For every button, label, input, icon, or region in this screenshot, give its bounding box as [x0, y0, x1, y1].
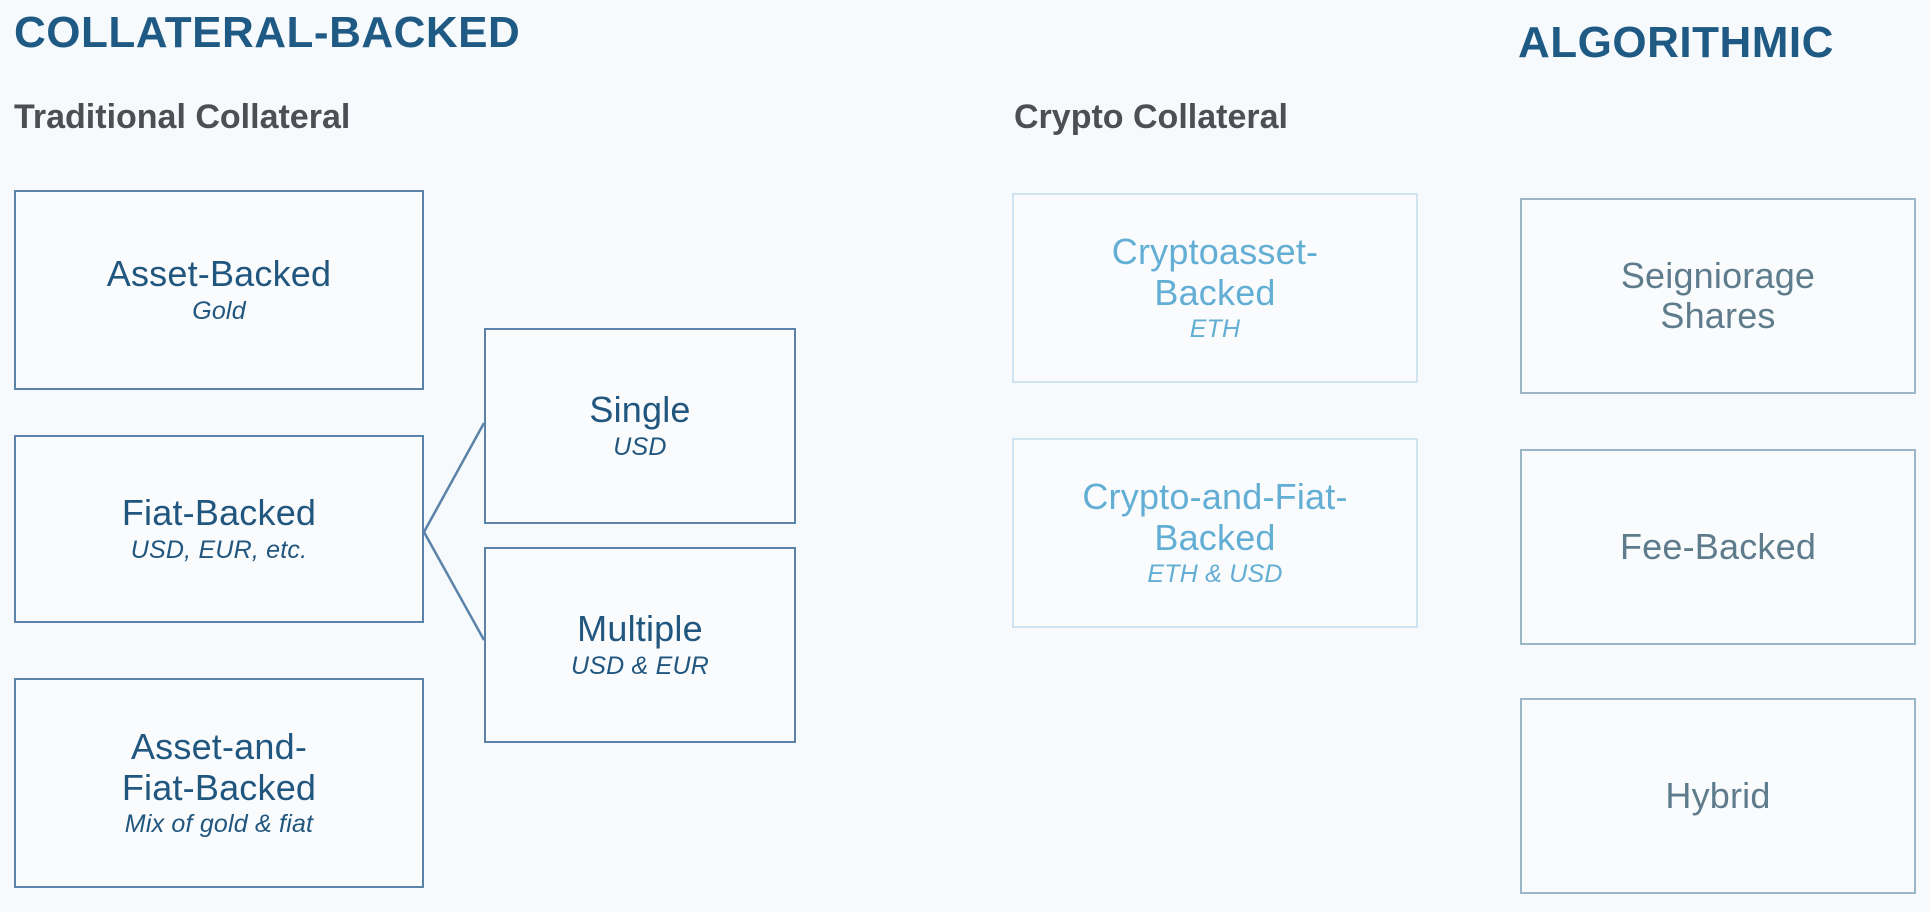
box-title: Cryptoasset-Backed	[1111, 231, 1319, 313]
connector-fiat-to-multiple	[422, 531, 486, 641]
box-subtitle: USD	[613, 432, 667, 461]
box-subtitle: USD, EUR, etc.	[130, 535, 308, 564]
column-label-traditional-collateral: Traditional Collateral	[14, 98, 351, 136]
box-title: Fiat-Backed	[121, 492, 317, 534]
box-asset-and-fiat-backed[interactable]: Asset-and-Fiat-Backed Mix of gold & fiat	[14, 678, 424, 888]
box-single[interactable]: Single USD	[484, 328, 796, 524]
box-title: Fee-Backed	[1619, 525, 1817, 567]
box-subtitle: ETH	[1189, 314, 1241, 343]
box-fee-backed[interactable]: Fee-Backed	[1520, 449, 1916, 645]
box-subtitle: Gold	[192, 296, 246, 325]
box-hybrid[interactable]: Hybrid	[1520, 698, 1916, 894]
box-multiple[interactable]: Multiple USD & EUR	[484, 547, 796, 743]
box-fiat-backed[interactable]: Fiat-Backed USD, EUR, etc.	[14, 435, 424, 623]
box-cryptoasset-backed[interactable]: Cryptoasset-Backed ETH	[1012, 193, 1418, 383]
box-asset-backed[interactable]: Asset-Backed Gold	[14, 190, 424, 390]
box-title: Multiple	[577, 608, 703, 650]
section-title-collateral-backed: COLLATERAL-BACKED	[14, 8, 521, 57]
box-title: Single	[589, 389, 691, 431]
box-subtitle: Mix of gold & fiat	[124, 809, 314, 838]
box-subtitle: USD & EUR	[571, 651, 709, 680]
box-subtitle: ETH & USD	[1147, 559, 1283, 588]
section-title-algorithmic: ALGORITHMIC	[1518, 18, 1834, 67]
connector-fiat-to-single	[422, 422, 486, 533]
column-label-crypto-collateral: Crypto Collateral	[1014, 98, 1288, 136]
box-title: Crypto-and-Fiat-Backed	[1082, 476, 1348, 558]
box-title: Asset-Backed	[106, 253, 332, 295]
box-title: Hybrid	[1665, 774, 1771, 816]
box-title: Asset-and-Fiat-Backed	[121, 726, 317, 808]
box-crypto-and-fiat-backed[interactable]: Crypto-and-Fiat-Backed ETH & USD	[1012, 438, 1418, 628]
